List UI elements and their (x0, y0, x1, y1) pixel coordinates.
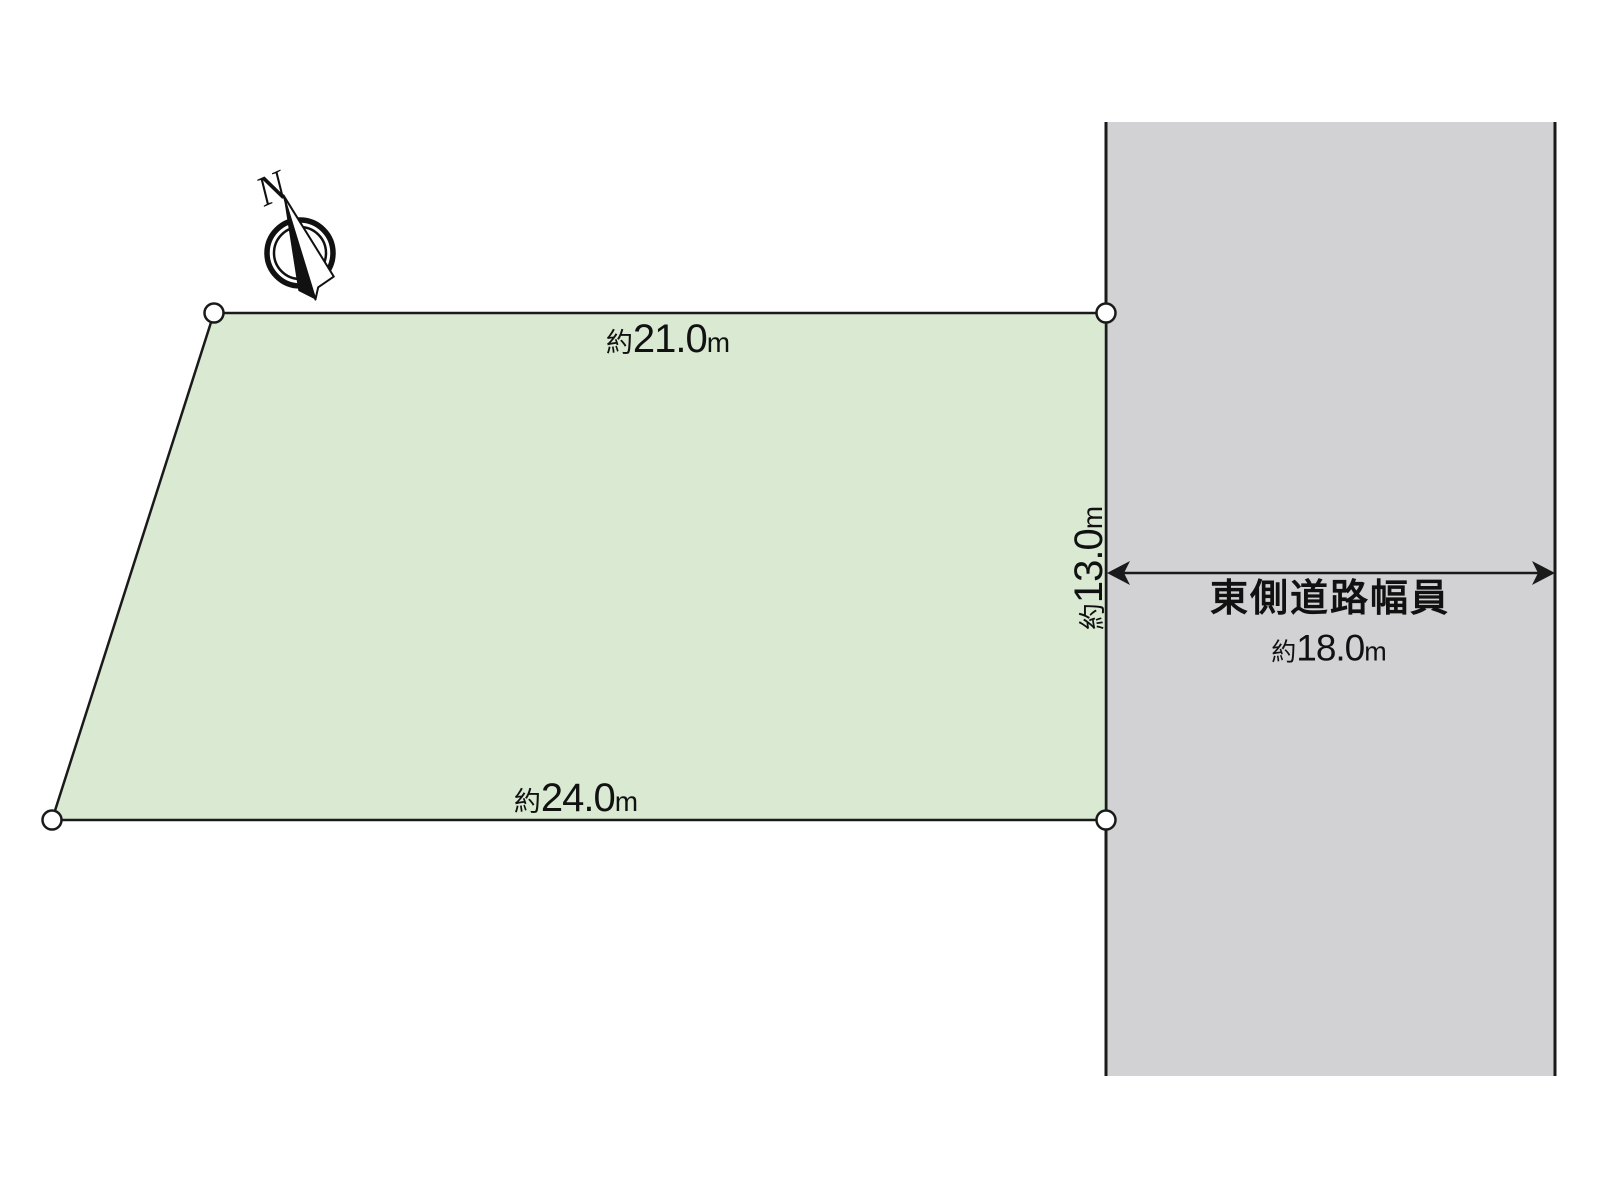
dimension-unit: m (1364, 636, 1387, 667)
north-needle-icon (282, 194, 335, 301)
corner-marker-bottom-right (1095, 809, 1117, 831)
corner-marker-top-left (203, 302, 225, 324)
dimension-prefix: 約 (1078, 603, 1108, 631)
compass: N (249, 162, 336, 301)
arrowhead-right-icon (1532, 561, 1555, 585)
corner-marker-top-right (1095, 302, 1117, 324)
dimension-prefix: 約 (1271, 638, 1297, 667)
plot-area (50, 311, 1108, 822)
dimension-value: 18.0 (1296, 627, 1365, 669)
dimension-value: 24.0 (540, 776, 616, 820)
road-width-arrow (1107, 561, 1555, 585)
dimension-unit: m (706, 327, 731, 358)
dimension-unit: m (1077, 505, 1108, 530)
needle-light-half (282, 194, 335, 301)
road-area (1106, 122, 1555, 1076)
corner-marker-bottom-left (41, 809, 63, 831)
dimension-prefix: 約 (605, 328, 633, 358)
dimension-value: 13.0 (1067, 529, 1111, 604)
dimension-value: 21.0 (632, 317, 708, 361)
road-title: 東側道路幅員 (1209, 578, 1451, 620)
dimension-prefix: 約 (513, 787, 541, 817)
arrowhead-left-icon (1107, 561, 1130, 585)
dimension-unit: m (614, 786, 639, 817)
